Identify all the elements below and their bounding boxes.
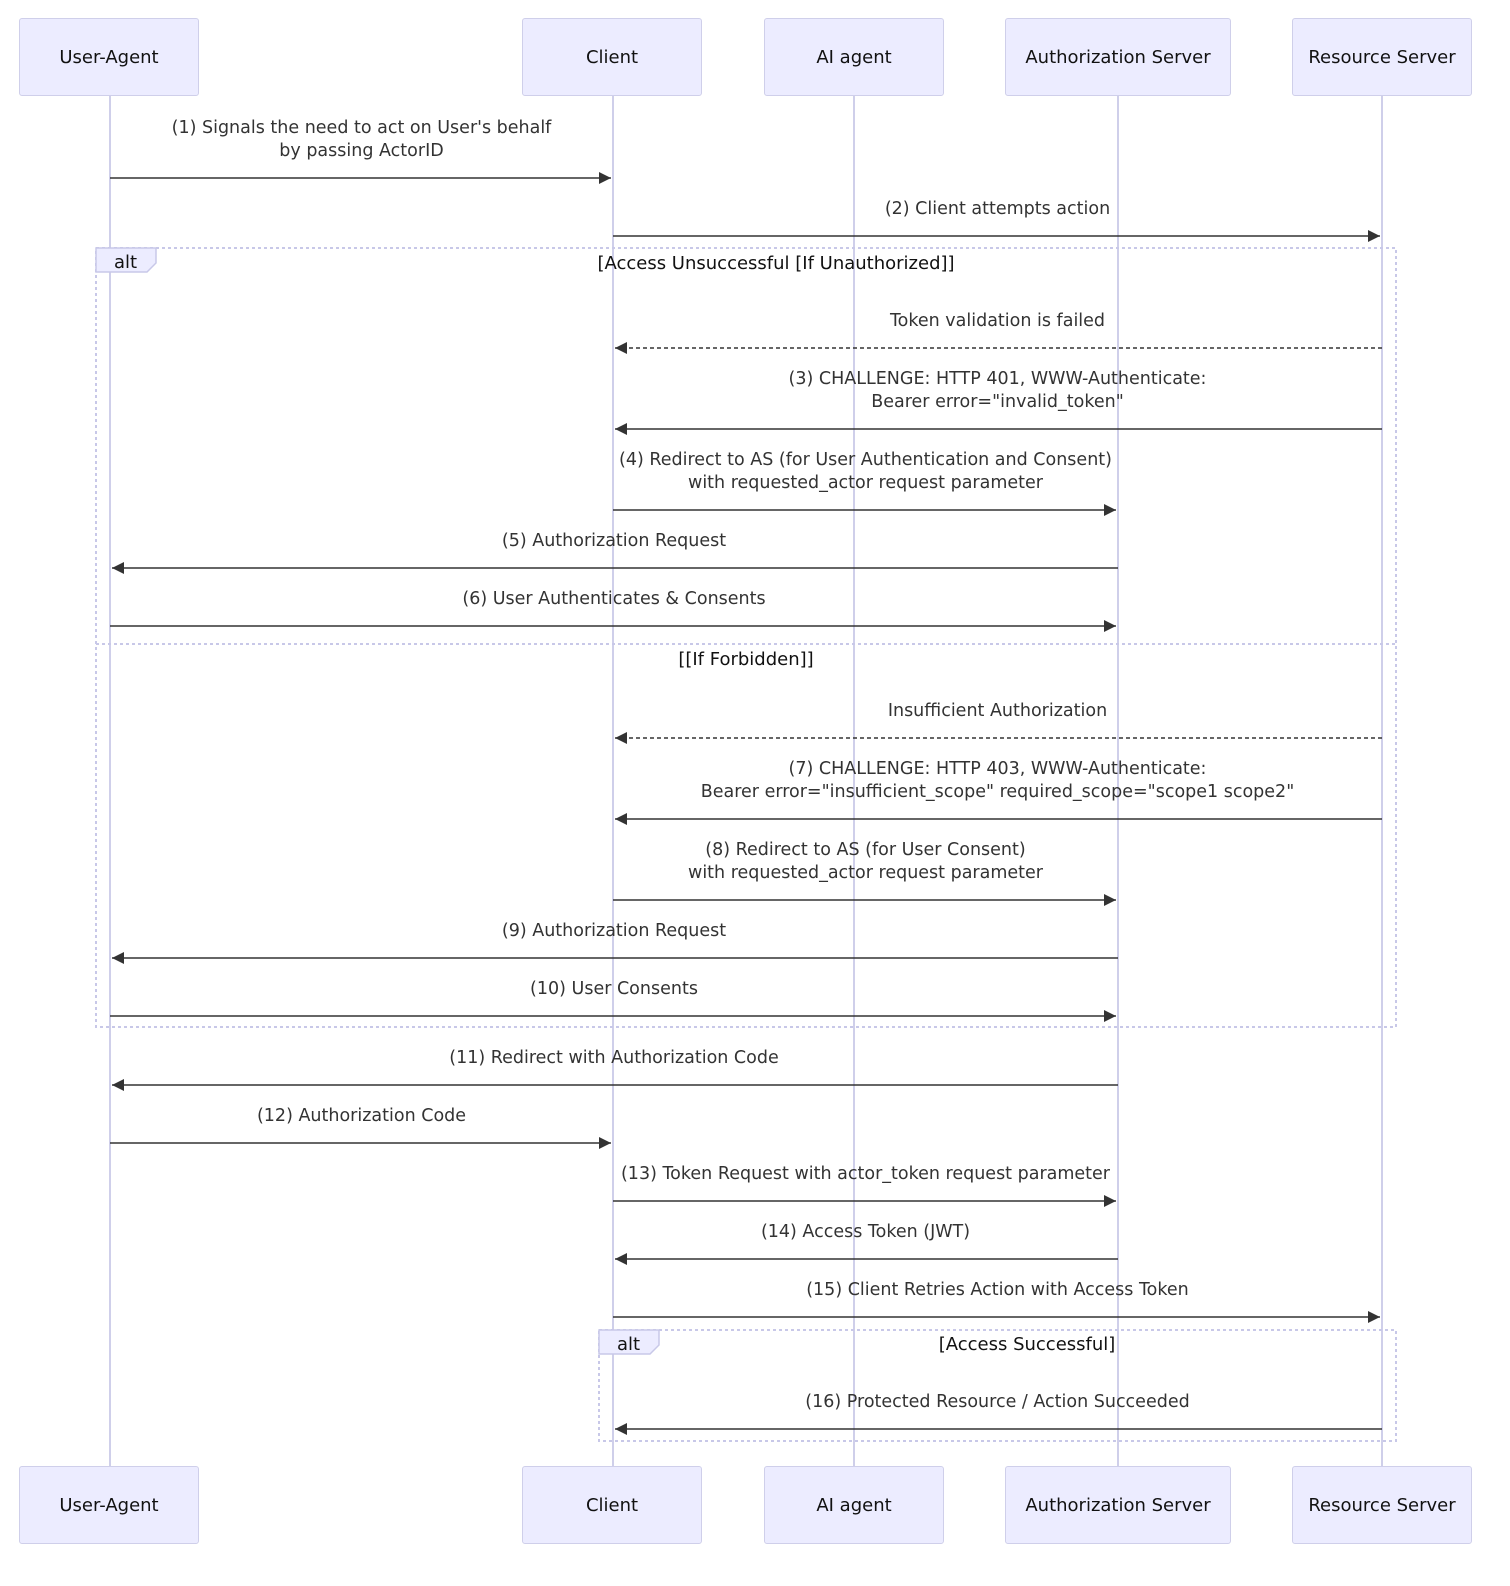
- actor-label: AI agent: [816, 1494, 892, 1516]
- message-10: (8) Redirect to AS (for User Consent) wit…: [613, 840, 1116, 906]
- actor-label: Client: [585, 1494, 639, 1516]
- alt-condition-forbidden: [[If Forbidden]]: [678, 649, 813, 670]
- message-label: Token validation is failed: [889, 311, 1105, 331]
- message-label: (16) Protected Resource / Action Succeed…: [805, 1392, 1189, 1412]
- message-label: (4) Redirect to AS (for User Authenticat…: [619, 450, 1112, 470]
- actor-label: Resource Server: [1308, 1494, 1456, 1516]
- message-7: (6) User Authenticates & Consents: [110, 589, 1116, 632]
- alt-tab: [598, 1329, 660, 1355]
- message-16: (14) Access Token (JWT): [615, 1222, 1118, 1265]
- message-label: with requested_actor request parameter: [688, 473, 1044, 493]
- message-label: Insufficient Authorization: [888, 701, 1107, 721]
- actor-label: Authorization Server: [1025, 46, 1211, 68]
- message-label: (6) User Authenticates & Consents: [462, 589, 765, 609]
- actor-label: Client: [585, 46, 639, 68]
- message-label: by passing ActorID: [279, 141, 443, 161]
- message-8: Insufficient Authorization: [615, 701, 1382, 744]
- message-2: (2) Client attempts action: [613, 199, 1380, 242]
- actor-label: AI agent: [816, 46, 892, 68]
- message-label: Bearer error="invalid_token": [871, 392, 1124, 412]
- message-17: (15) Client Retries Action with Access T…: [613, 1280, 1380, 1323]
- message-label: (15) Client Retries Action with Access T…: [806, 1280, 1189, 1300]
- message-label: (5) Authorization Request: [502, 531, 726, 551]
- alt-fragment-unauthorized: [95, 247, 1397, 1028]
- message-13: (11) Redirect with Authorization Code: [112, 1048, 1118, 1091]
- message-label: (8) Redirect to AS (for User Consent): [705, 840, 1025, 860]
- message-6: (5) Authorization Request: [112, 531, 1118, 574]
- alt-tab: [95, 247, 157, 273]
- actor-label: User-Agent: [59, 46, 159, 68]
- alt-label: alt: [617, 1334, 640, 1355]
- message-label: (9) Authorization Request: [502, 921, 726, 941]
- alt-condition-unauthorized: [Access Unsuccessful [If Unauthorized]]: [597, 253, 954, 274]
- message-label: (10) User Consents: [530, 979, 698, 999]
- actor-client-top: Client: [522, 18, 702, 96]
- actor-ai-agent-bottom: AI agent: [764, 1466, 944, 1544]
- message-9: (7) CHALLENGE: HTTP 403, WWW-Authenticat…: [615, 759, 1382, 825]
- actor-resource-server-top: Resource Server: [1292, 18, 1472, 96]
- actor-resource-server-bottom: Resource Server: [1292, 1466, 1472, 1544]
- message-label: (11) Redirect with Authorization Code: [449, 1048, 778, 1068]
- message-12: (10) User Consents: [110, 979, 1116, 1022]
- actor-authorization-server-bottom: Authorization Server: [1005, 1466, 1231, 1544]
- alt-label: alt: [114, 252, 137, 273]
- actor-ai-agent-top: AI agent: [764, 18, 944, 96]
- message-label: (12) Authorization Code: [257, 1106, 466, 1126]
- message-label: with requested_actor request parameter: [688, 863, 1044, 883]
- message-14: (12) Authorization Code: [110, 1106, 611, 1149]
- alt-condition-successful: [Access Successful]: [939, 1334, 1116, 1355]
- message-label: (1) Signals the need to act on User's be…: [172, 118, 553, 138]
- actor-label: Resource Server: [1308, 46, 1456, 68]
- message-4: (3) CHALLENGE: HTTP 401, WWW-Authenticat…: [615, 369, 1382, 435]
- message-3: Token validation is failed: [615, 311, 1382, 354]
- actor-user-agent-bottom: User-Agent: [19, 1466, 199, 1544]
- actor-user-agent-top: User-Agent: [19, 18, 199, 96]
- message-label: (14) Access Token (JWT): [761, 1222, 970, 1242]
- message-11: (9) Authorization Request: [112, 921, 1118, 964]
- message-15: (13) Token Request with actor_token requ…: [613, 1164, 1116, 1207]
- message-label: (2) Client attempts action: [885, 199, 1110, 219]
- message-label: (7) CHALLENGE: HTTP 403, WWW-Authenticat…: [789, 759, 1207, 779]
- actor-authorization-server-top: Authorization Server: [1005, 18, 1231, 96]
- message-5: (4) Redirect to AS (for User Authenticat…: [613, 450, 1116, 516]
- message-18: (16) Protected Resource / Action Succeed…: [615, 1392, 1382, 1435]
- actor-label: Authorization Server: [1025, 1494, 1211, 1516]
- message-label: (3) CHALLENGE: HTTP 401, WWW-Authenticat…: [789, 369, 1207, 389]
- message-label: (13) Token Request with actor_token requ…: [621, 1164, 1111, 1184]
- alt-fragment-successful: [598, 1329, 1397, 1442]
- actor-client-bottom: Client: [522, 1466, 702, 1544]
- message-label: Bearer error="insufficient_scope" requir…: [701, 782, 1295, 802]
- message-1: (1) Signals the need to act on User's be…: [110, 118, 611, 184]
- actor-label: User-Agent: [59, 1494, 159, 1516]
